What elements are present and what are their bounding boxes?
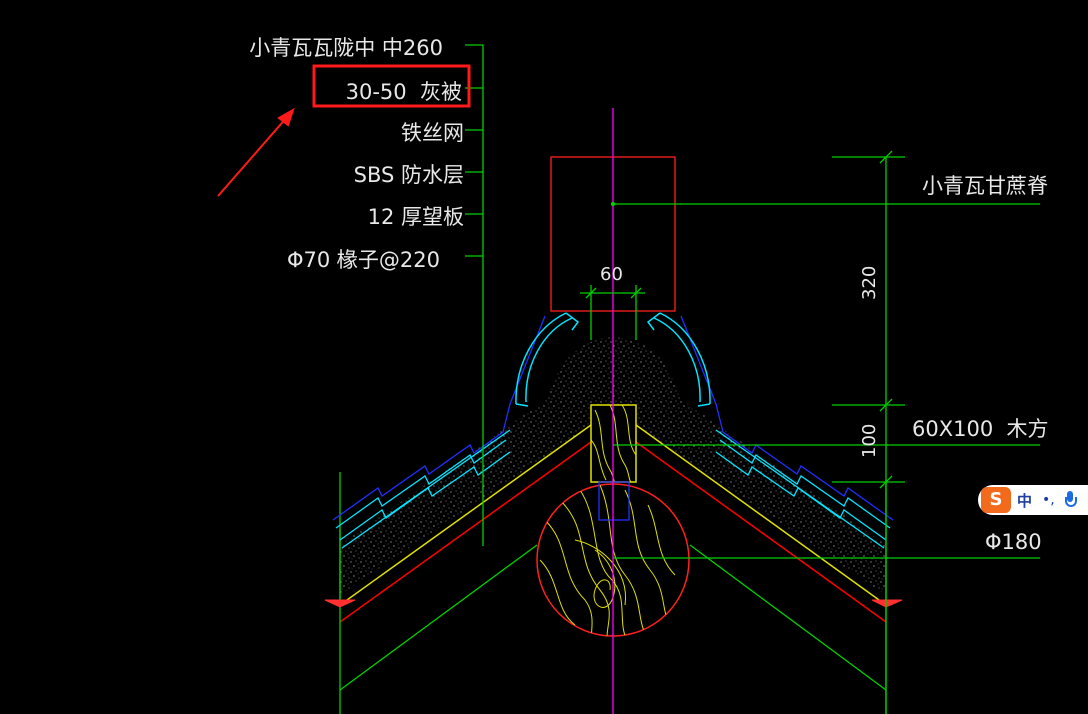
tiles-left xyxy=(332,315,546,549)
label-sbs: SBS 防水层 xyxy=(354,163,464,187)
microphone-icon[interactable] xyxy=(1064,491,1077,509)
label-leaders xyxy=(465,44,484,546)
ime-toolbar[interactable]: S 中 •, xyxy=(978,485,1088,515)
label-rafter: Φ70 椽子@220 xyxy=(287,248,440,272)
callout-ridge-name: 小青瓦甘蔗脊 xyxy=(922,174,1048,198)
dim-60-text: 60 xyxy=(600,264,623,285)
label-board: 12 厚望板 xyxy=(368,205,464,229)
ime-punctuation-toggle[interactable]: •, xyxy=(1042,492,1055,508)
red-arrow xyxy=(217,107,295,197)
label-wire-mesh: 铁丝网 xyxy=(401,121,464,145)
dim-60 xyxy=(580,285,645,340)
highlight-box xyxy=(312,64,471,108)
label-tile-ridge: 小青瓦瓦陇中 中260 xyxy=(249,36,443,60)
ridge-arch-tiles xyxy=(515,312,711,407)
roof-structure-lines xyxy=(324,424,903,714)
dim-100-text: 100 xyxy=(859,424,880,458)
ime-mode-toggle[interactable]: 中 xyxy=(1017,491,1033,510)
right-dimensions xyxy=(610,150,1040,714)
callout-purlin-dia: Φ180 xyxy=(985,530,1042,554)
label-ash-layer: 30-50 灰被 xyxy=(346,80,462,104)
callout-timber: 60X100 木方 xyxy=(912,417,1049,441)
dim-320-text: 320 xyxy=(859,266,880,300)
sogou-ime-logo[interactable]: S xyxy=(981,487,1011,513)
tiles-right xyxy=(680,315,894,549)
